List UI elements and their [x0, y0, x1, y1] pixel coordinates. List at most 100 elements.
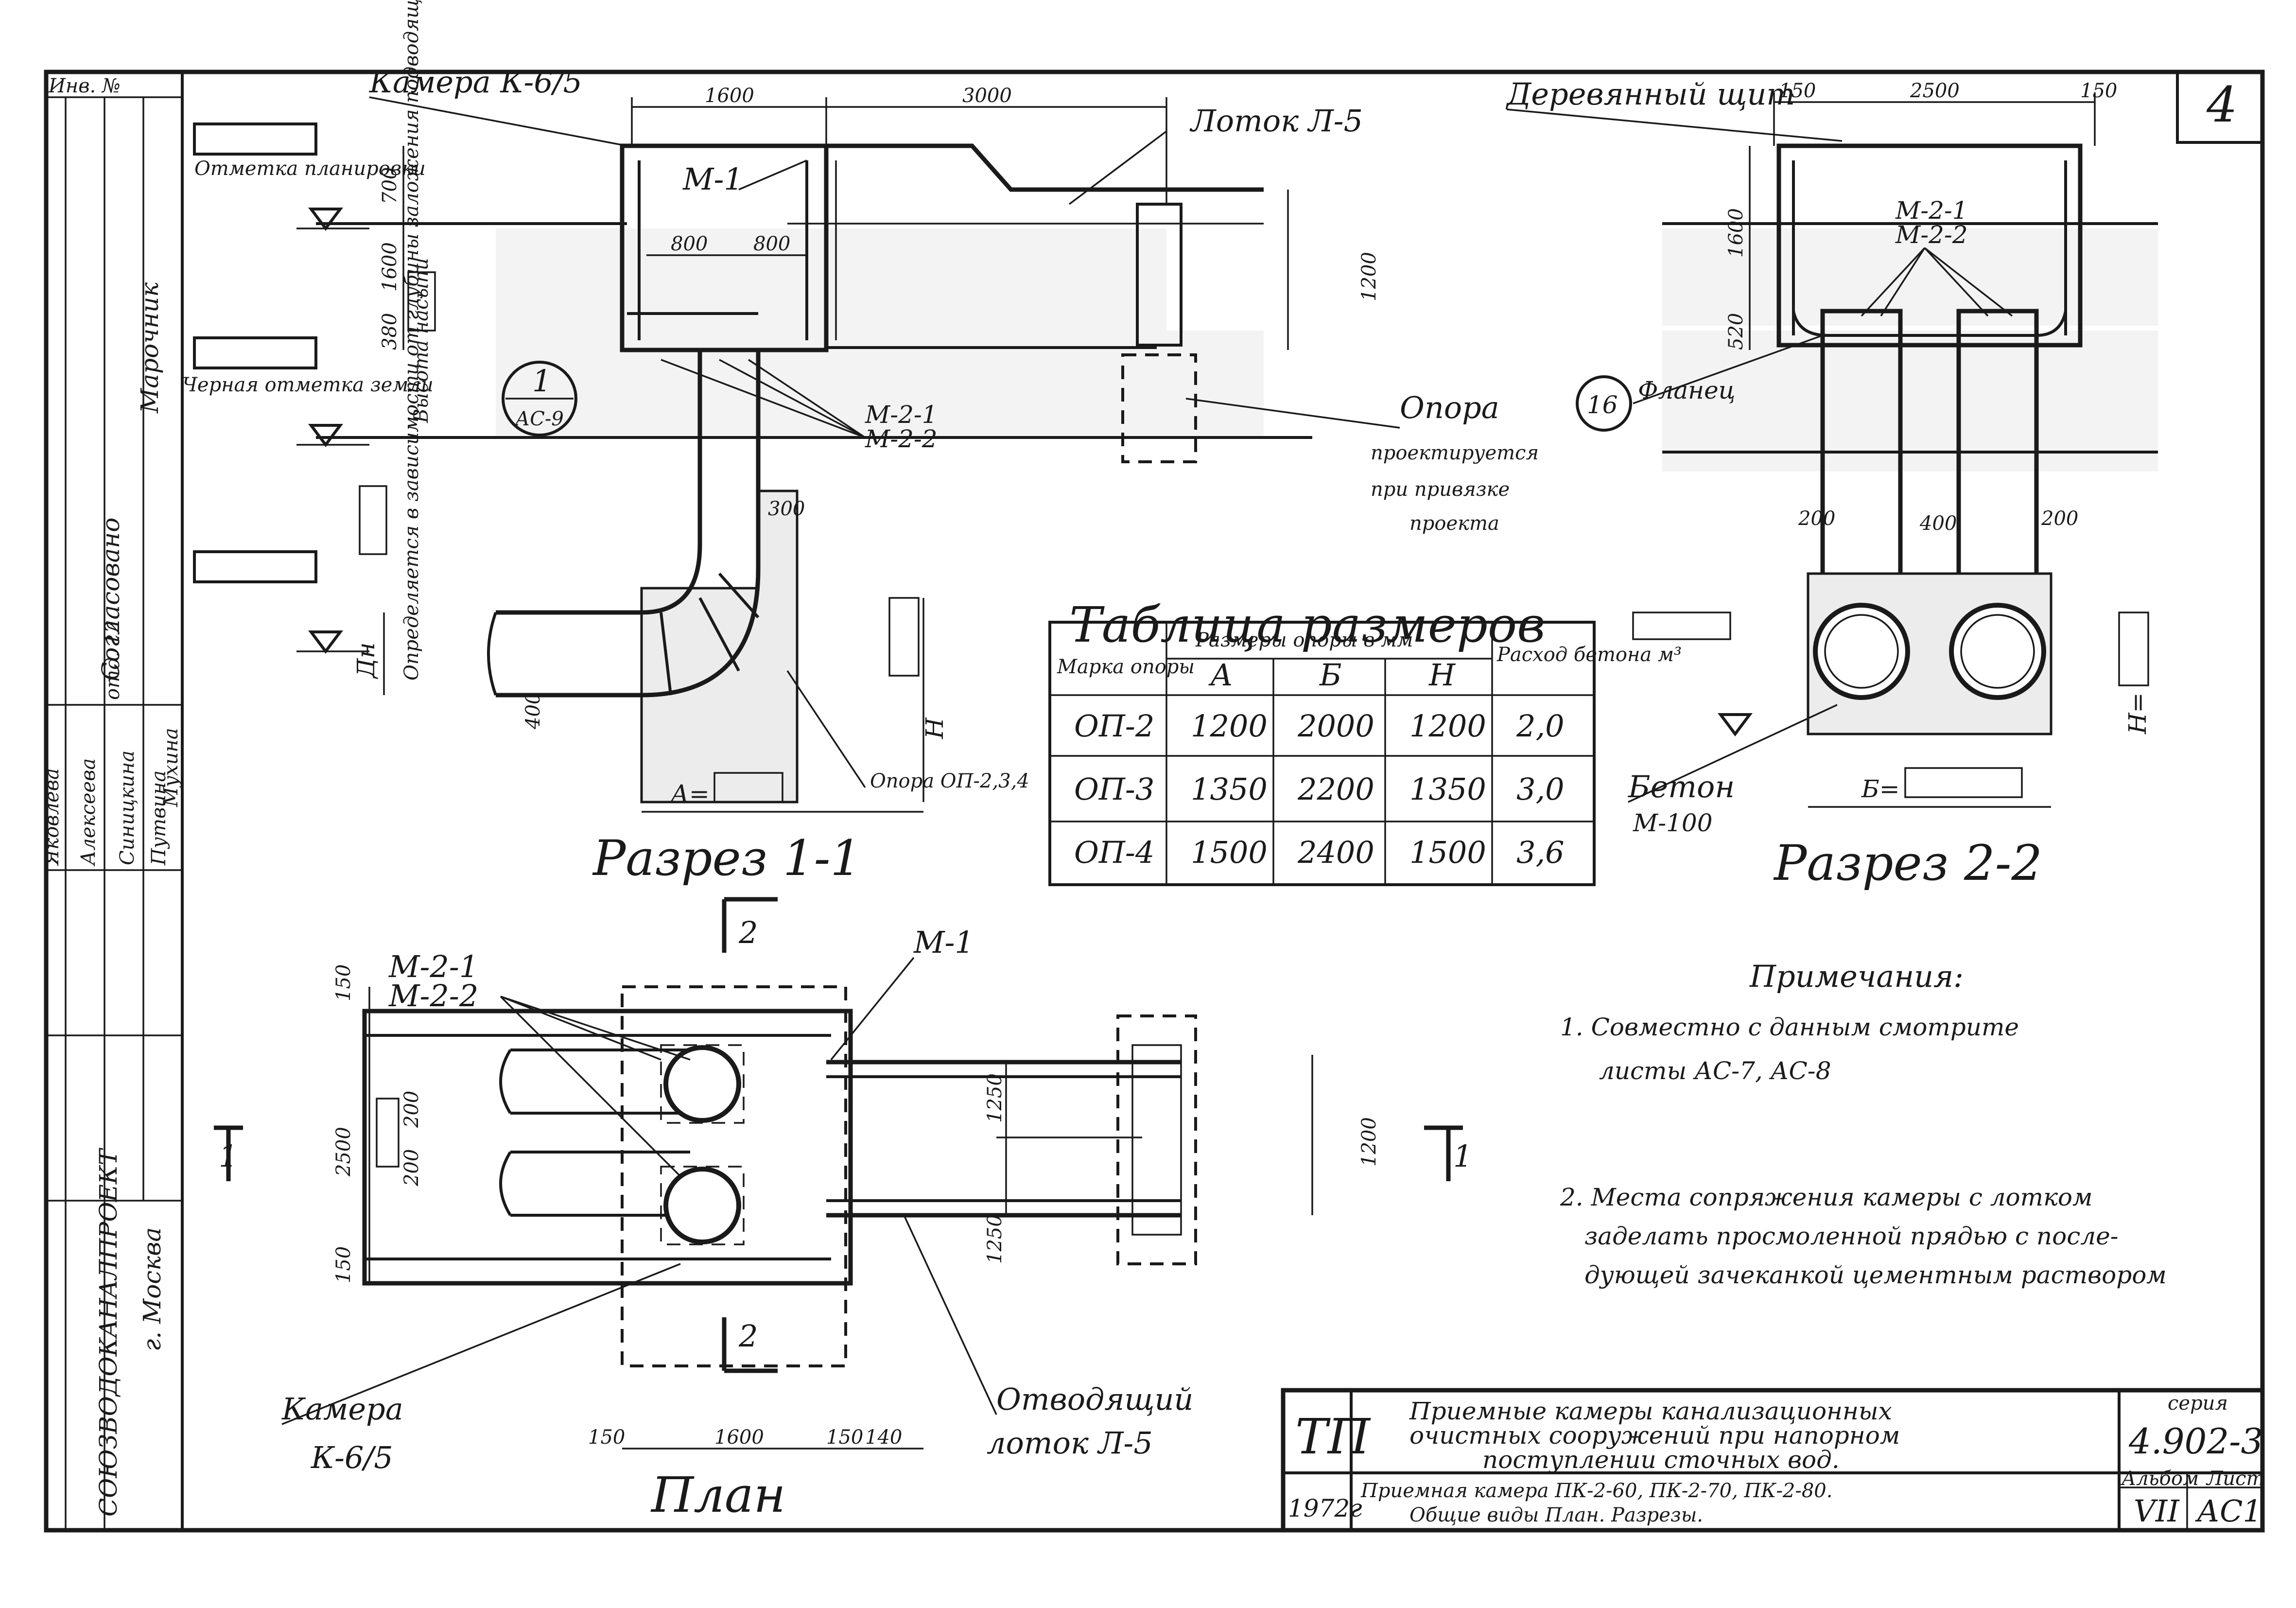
s1-dim-3000: 3000 [962, 85, 1012, 107]
pipe-section-1 [1813, 603, 1910, 700]
notes: Примечания: 1. Совместно с данным смотри… [1560, 959, 2167, 1289]
s2-dim-2500: 2500 [1910, 80, 1960, 102]
concrete-grade: М-100 [1633, 809, 1713, 837]
s1-dim-300: 300 [768, 498, 805, 520]
plan-dim-200b: 200 [400, 1149, 423, 1187]
side-stamp: Согласовано Марочник отд. 12 Яковлева Ал… [41, 97, 182, 1530]
note-1a: 1. Совместно с данным смотрите [1560, 1013, 2019, 1041]
row3-mark: ОП-4 [1074, 835, 1154, 870]
row2-mark: ОП-3 [1074, 771, 1154, 807]
page-number: 4 [2206, 76, 2238, 133]
tb-sheet: АС1 [2195, 1493, 2262, 1529]
flange-num: 16 [1587, 391, 1618, 419]
title-block: ТП 1972г Приемные камеры канализационных… [1281, 1388, 2265, 1533]
stamp-city: г. Москва [138, 1227, 166, 1351]
section-2-2: 150 2500 150 1600 520 200 400 200 Н= Б= … [1505, 76, 2158, 891]
depth-note: Определяется в зависимости от глубины за… [400, 0, 423, 681]
tray-l5-label: Лоток Л-5 [1189, 103, 1363, 139]
callout-num: 1 [532, 363, 551, 399]
plan-m21-label: М-2-1 [388, 949, 478, 984]
s2-dim-150a: 150 [1779, 80, 1816, 102]
s2-dim-b: Б= [1861, 775, 1900, 803]
plan-m1-label: М-1 [913, 925, 974, 960]
s2-dim-h: Н= [2123, 693, 2152, 735]
col-sizes: Размеры опоры в мм [1195, 629, 1413, 651]
plan-camera-wall [362, 1009, 853, 1286]
col-conc: Расход бетона м³ [1496, 644, 1682, 666]
sheet-frame [44, 70, 2265, 1533]
tb-title-3: поступлении сточных вод. [1482, 1446, 1840, 1474]
plan-title: План [650, 1467, 785, 1523]
pipe-section-2 [1949, 603, 2046, 700]
elev-box-3 [193, 550, 317, 583]
tb-year: 1972г [1288, 1494, 1362, 1522]
s2-dim-200b: 200 [2041, 507, 2078, 530]
col-mark: Марка опоры [1057, 656, 1195, 678]
plan-dim-b150: 150 [588, 1426, 625, 1449]
tb-series: 4.902-3 [2128, 1421, 2263, 1462]
wood-shield-label: Деревянный щит [1505, 76, 1795, 112]
stamp-dept: отд. 12 [102, 620, 124, 700]
tb-subtitle-2: Общие виды План. Разрезы. [1409, 1504, 1703, 1526]
table-frame [1048, 621, 1596, 886]
callout-ref: АС-9 [514, 408, 564, 430]
flange-label: Фланец [1638, 376, 1736, 404]
plan-sec2-top: 2 [738, 915, 758, 950]
elev-black-label: Черная отметка земли [182, 374, 434, 396]
row3-h: 1500 [1409, 835, 1486, 870]
plan-sec2-bot: 2 [738, 1318, 758, 1354]
plan-dim-200a: 200 [400, 1091, 423, 1128]
section-2-title: Разрез 2-2 [1773, 835, 2042, 891]
stamp-name-5: Мухина [160, 728, 182, 807]
support-note-3: при привязке [1371, 478, 1510, 501]
s1-dim-800b: 800 [753, 233, 790, 255]
note-2b: заделать просмоленной прядью с после- [1584, 1222, 2119, 1250]
col-a: А [1208, 657, 1233, 693]
plan-dim-b140: 140 [865, 1426, 902, 1449]
note-2c: дующей зачеканкой цементным раствором [1584, 1261, 2167, 1289]
stamp-agreed-name: Марочник [136, 282, 164, 414]
s1-dim-dn: Дн [352, 642, 380, 679]
plan-m22-label: М-2-2 [388, 978, 478, 1014]
plan-riser-1 [663, 1045, 741, 1123]
s1-dim-800a: 800 [671, 233, 708, 255]
s1-dim-h: Н [921, 717, 949, 739]
s1-dim-1600: 1600 [705, 85, 754, 107]
row3-a: 1500 [1191, 835, 1268, 870]
section-1-title: Разрез 1-1 [592, 830, 861, 887]
plan-dim-1250b: 1250 [984, 1214, 1006, 1264]
tb-title-1: Приемные камеры канализационных [1409, 1397, 1892, 1425]
stamp-name-2: Алексеева [77, 758, 100, 867]
plan-dim-b1600: 1600 [714, 1426, 764, 1449]
row2-conc: 3,0 [1516, 771, 1565, 807]
tb-series-label: серия [2168, 1392, 2228, 1415]
note-2a: 2. Места сопряжения камеры с лотком [1560, 1183, 2092, 1211]
plan-dim-150b: 150 [332, 1246, 355, 1283]
s2-dim-200a: 200 [1798, 507, 1835, 530]
support-note-2: проектируется [1371, 442, 1539, 464]
tray-l5-outline [826, 143, 1264, 192]
fill-height-label: Высота насыпи [410, 258, 433, 423]
s2-dim-520: 520 [1725, 313, 1747, 350]
row1-b: 2000 [1297, 708, 1374, 744]
callout-1-ac9 [502, 361, 577, 437]
elev-planning-label: Отметка планировки [194, 157, 426, 180]
corner-note: Инв. № [48, 75, 121, 97]
row2-h: 1350 [1409, 771, 1486, 807]
tb-org: ТП [1295, 1408, 1371, 1465]
support-op-label: Опора ОП-2,3,4 [870, 770, 1029, 792]
stamp-name-3: Синицкина [116, 751, 139, 865]
row1-mark: ОП-2 [1074, 708, 1154, 744]
camera-wall-outer [620, 143, 829, 352]
s1-dim-1600v: 1600 [379, 242, 401, 292]
stamp-institute: СОЮЗВОДОКАНАЛПРОЕКТ [94, 1147, 122, 1517]
col-b: Б [1319, 657, 1342, 693]
tb-subtitle-1: Приемная камера ПК-2-60, ПК-2-70, ПК-2-8… [1360, 1480, 1832, 1502]
size-table: Таблица размеров Марка опоры Размеры опо… [1048, 596, 1682, 886]
concrete-label: Бетон [1628, 769, 1735, 804]
row2-b: 2200 [1297, 771, 1374, 807]
stamp-name-4: Путвина [148, 770, 170, 866]
col-h: Н [1428, 657, 1456, 693]
s2-m22-label: М-2-2 [1895, 221, 1968, 249]
